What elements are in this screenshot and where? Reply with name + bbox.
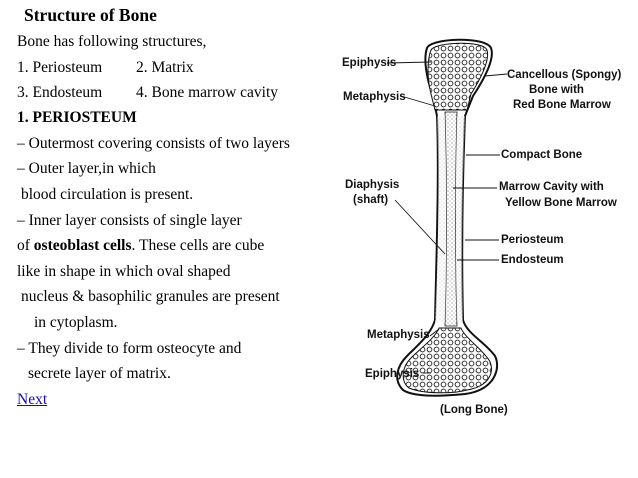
diagram-caption: (Long Bone) <box>440 404 508 416</box>
text-line-8: in cytoplasm. <box>34 314 118 331</box>
compact-bone-left <box>435 116 447 322</box>
next-link[interactable]: Next <box>17 391 48 408</box>
label-compact-bone: Compact Bone <box>501 149 582 161</box>
label-marrow-1: Marrow Cavity with <box>499 181 604 193</box>
text-line-4: – Inner layer consists of single layer <box>17 212 242 229</box>
label-cancellous-2: Bone with <box>529 84 584 96</box>
marrow-cavity <box>444 111 458 327</box>
label-epiphysis-top: Epiphysis <box>342 57 396 69</box>
slide-title: Structure of Bone <box>24 5 157 25</box>
text-line-1: – Outermost covering consists of two lay… <box>17 135 290 152</box>
text-line-10: secrete layer of matrix. <box>28 365 171 382</box>
text-line-5-pre: of <box>17 237 34 254</box>
list-item-marrow-cavity: 4. Bone marrow cavity <box>136 84 279 101</box>
text-line-6: like in shape in which oval shaped <box>17 263 231 280</box>
label-cancellous-3: Red Bone Marrow <box>513 99 611 111</box>
text-line-9: – They divide to form osteocyte and <box>17 340 242 357</box>
compact-bone-right <box>455 116 465 322</box>
leader-lines <box>386 61 508 374</box>
bottom-epiphysis-spongy <box>402 327 492 394</box>
list-item-matrix: 2. Matrix <box>136 59 194 76</box>
text-line-5: of osteoblast cells. These cells are cub… <box>17 237 264 255</box>
label-metaphysis-top: Metaphysis <box>343 91 406 103</box>
label-cancellous-1: Cancellous (Spongy) <box>507 69 622 81</box>
label-periosteum: Periosteum <box>501 234 564 246</box>
list-item-periosteum: 1. Periosteum <box>17 59 103 76</box>
intro-text: Bone has following structures, <box>17 33 207 50</box>
long-bone-diagram: Epiphysis Metaphysis Cancellous (Spongy)… <box>342 38 622 416</box>
text-line-3: blood circulation is present. <box>21 186 194 203</box>
text-line-7: nucleus & basophilic granules are presen… <box>21 288 280 305</box>
list-item-endosteum: 3. Endosteum <box>17 84 103 101</box>
label-diaphysis-2: (shaft) <box>353 194 388 206</box>
section-heading: 1. PERIOSTEUM <box>17 109 137 126</box>
label-epiphysis-bottom: Epiphysis <box>365 368 419 380</box>
label-metaphysis-bottom: Metaphysis <box>367 329 430 341</box>
text-line-2: – Outer layer,in which <box>17 160 156 177</box>
label-diaphysis-1: Diaphysis <box>345 179 399 191</box>
label-endosteum: Endosteum <box>501 254 564 266</box>
osteoblast-term: osteoblast cells <box>33 237 132 254</box>
label-marrow-2: Yellow Bone Marrow <box>505 197 617 209</box>
top-epiphysis-spongy <box>427 42 489 111</box>
text-line-5-post: . These cells are cube <box>131 237 265 254</box>
